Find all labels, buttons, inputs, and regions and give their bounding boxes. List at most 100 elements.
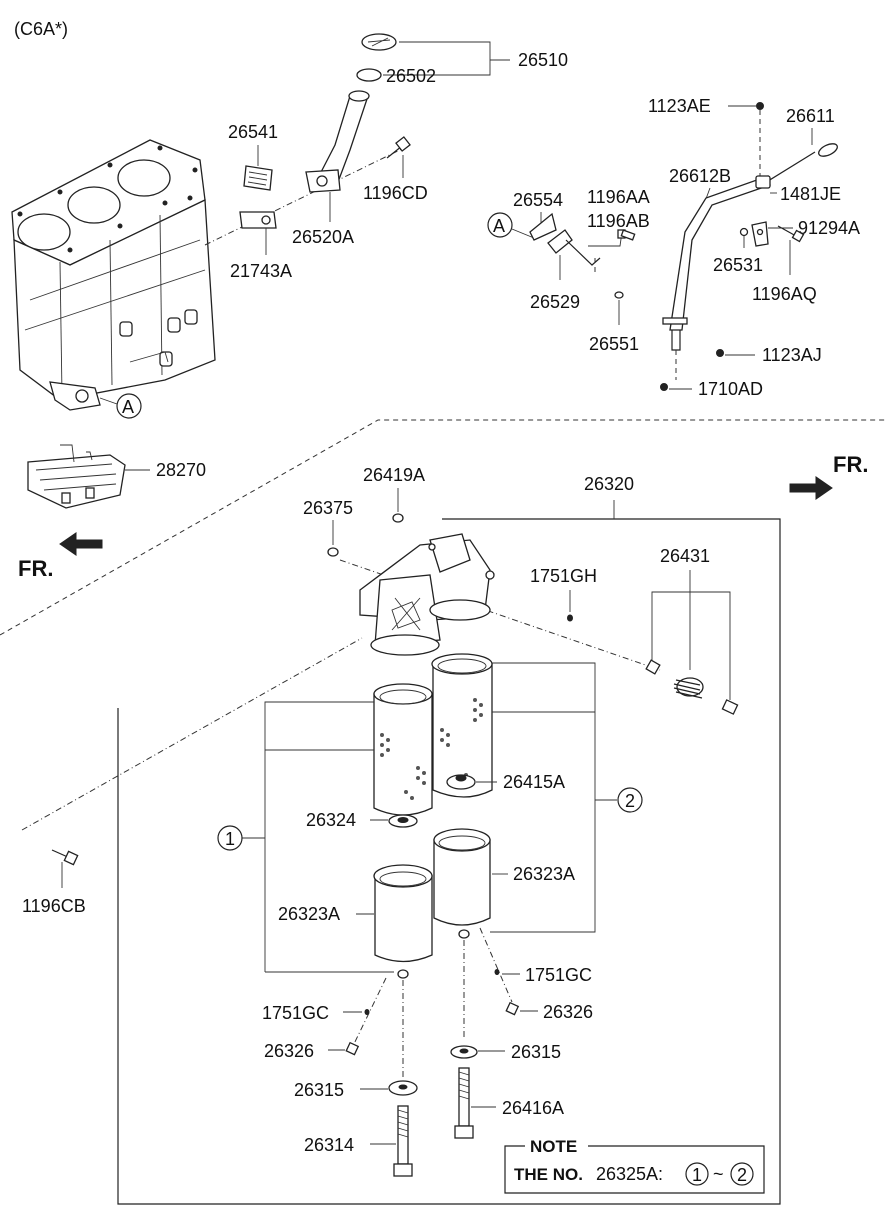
oil-pickup-pipe [547, 229, 601, 272]
label-1196aq: 1196AQ [752, 284, 817, 304]
plug-26326-left [345, 1041, 360, 1056]
dipstick-guide-tube [662, 175, 771, 351]
label-1196ab: 1196AB [587, 211, 650, 231]
label-26611: 26611 [786, 106, 835, 126]
note-part: 26325A: [596, 1164, 663, 1184]
plug-26326-right [505, 1001, 520, 1016]
oring-1751gc-left [364, 1009, 370, 1015]
label-26502: 26502 [386, 66, 436, 86]
circle-ref-a-left: A [116, 393, 142, 419]
label-1123aj: 1123AJ [762, 345, 822, 365]
oil-filler-tube [305, 90, 370, 193]
oil-dipstick [759, 143, 838, 187]
caution-label [243, 165, 273, 191]
label-26416a: 26416A [502, 1098, 564, 1118]
filler-gasket [239, 211, 277, 229]
svg-text:A: A [493, 216, 505, 236]
label-26315-right: 26315 [511, 1042, 561, 1062]
label-26315-left: 26315 [294, 1080, 344, 1100]
label-26529: 26529 [530, 292, 580, 312]
relief-valve-plunger [645, 659, 661, 675]
oil-filter-housing [359, 533, 495, 656]
front-arrow-left: FR. [18, 532, 103, 581]
svg-text:FR.: FR. [18, 556, 53, 581]
section-divider [0, 419, 886, 636]
label-26431: 26431 [660, 546, 710, 566]
bolt-1123aj [716, 349, 724, 357]
filter-case-left [373, 864, 433, 963]
label-26415a: 26415A [503, 772, 565, 792]
bolt-1196aq [777, 225, 805, 243]
bolt-1196cd [386, 136, 411, 159]
label-1481je: 1481JE [780, 184, 841, 204]
plug-26375 [327, 547, 339, 557]
label-1196aa: 1196AA [587, 187, 650, 207]
label-26375: 26375 [303, 498, 353, 518]
spacer-26415a [446, 774, 476, 790]
svg-text:1: 1 [225, 829, 235, 849]
note-prefix: THE NO. [514, 1165, 583, 1184]
label-91294a: 91294A [798, 218, 860, 238]
label-26314: 26314 [304, 1135, 354, 1155]
oil-baffle-28270 [27, 444, 126, 509]
label-26323a-right: 26323A [513, 864, 575, 884]
filler-cap-gasket [356, 68, 382, 82]
label-26531: 26531 [713, 255, 763, 275]
assembly-frame-26320 [117, 518, 781, 1205]
note-separator: ~ [713, 1164, 724, 1184]
oring-1751gc-right [494, 969, 500, 975]
circle-ref-2: 2 [617, 787, 643, 813]
label-26520a: 26520A [292, 227, 354, 247]
label-1710ad: 1710AD [698, 379, 763, 399]
label-21743a: 21743A [230, 261, 292, 281]
label-1196cd: 1196CD [363, 183, 428, 203]
label-26541: 26541 [228, 122, 278, 142]
washer-26315-left [388, 1080, 418, 1096]
note-range-start: 1 [692, 1165, 702, 1185]
oil-filler-cap [361, 33, 397, 51]
oring-right [458, 929, 470, 939]
circle-ref-1: 1 [217, 825, 243, 851]
relief-valve-plug [721, 699, 739, 715]
plug-26419a [392, 513, 404, 523]
filter-element-left [373, 683, 433, 816]
circle-ref-a-right: A [487, 212, 513, 238]
label-1123ae: 1123AE [648, 96, 711, 116]
label-1751gc-right: 1751GC [525, 965, 592, 985]
label-26323a-left: 26323A [278, 904, 340, 924]
note-range-end: 2 [737, 1165, 747, 1185]
oring-left [397, 969, 409, 979]
note-box: NOTE THE NO. 26325A: 1 ~ 2 [504, 1137, 765, 1194]
svg-text:FR.: FR. [833, 452, 868, 477]
relief-valve-spring [673, 677, 704, 699]
variant-label: (C6A*) [14, 19, 68, 39]
label-26326-left: 26326 [264, 1041, 314, 1061]
washer-26324 [388, 814, 418, 828]
svg-text:2: 2 [625, 791, 635, 811]
center-bolt-26416a [454, 1067, 474, 1139]
label-26320: 26320 [584, 474, 634, 494]
label-28270: 28270 [156, 460, 206, 480]
filter-case-right [433, 828, 491, 926]
oring-26551 [614, 291, 624, 299]
washer-26531 [739, 227, 749, 237]
oil-strainer-26554 [529, 212, 557, 241]
bolt-1196cb [51, 849, 79, 866]
label-26419a: 26419A [363, 465, 425, 485]
label-26324: 26324 [306, 810, 356, 830]
bolt-1196aa [617, 229, 636, 241]
bolt-1123ae [756, 102, 764, 180]
filter-element-right [431, 653, 493, 798]
front-arrow-right: FR. [789, 452, 868, 500]
bracket-91294a [751, 221, 769, 247]
engine-block [11, 139, 216, 411]
label-26510: 26510 [518, 50, 568, 70]
oring-1710ad [660, 383, 668, 391]
note-title: NOTE [530, 1137, 577, 1156]
svg-text:A: A [122, 397, 134, 417]
label-26326-right: 26326 [543, 1002, 593, 1022]
label-1751gh: 1751GH [530, 566, 597, 586]
label-1196cb: 1196CB [22, 896, 86, 916]
oring-1751gh [567, 614, 573, 622]
